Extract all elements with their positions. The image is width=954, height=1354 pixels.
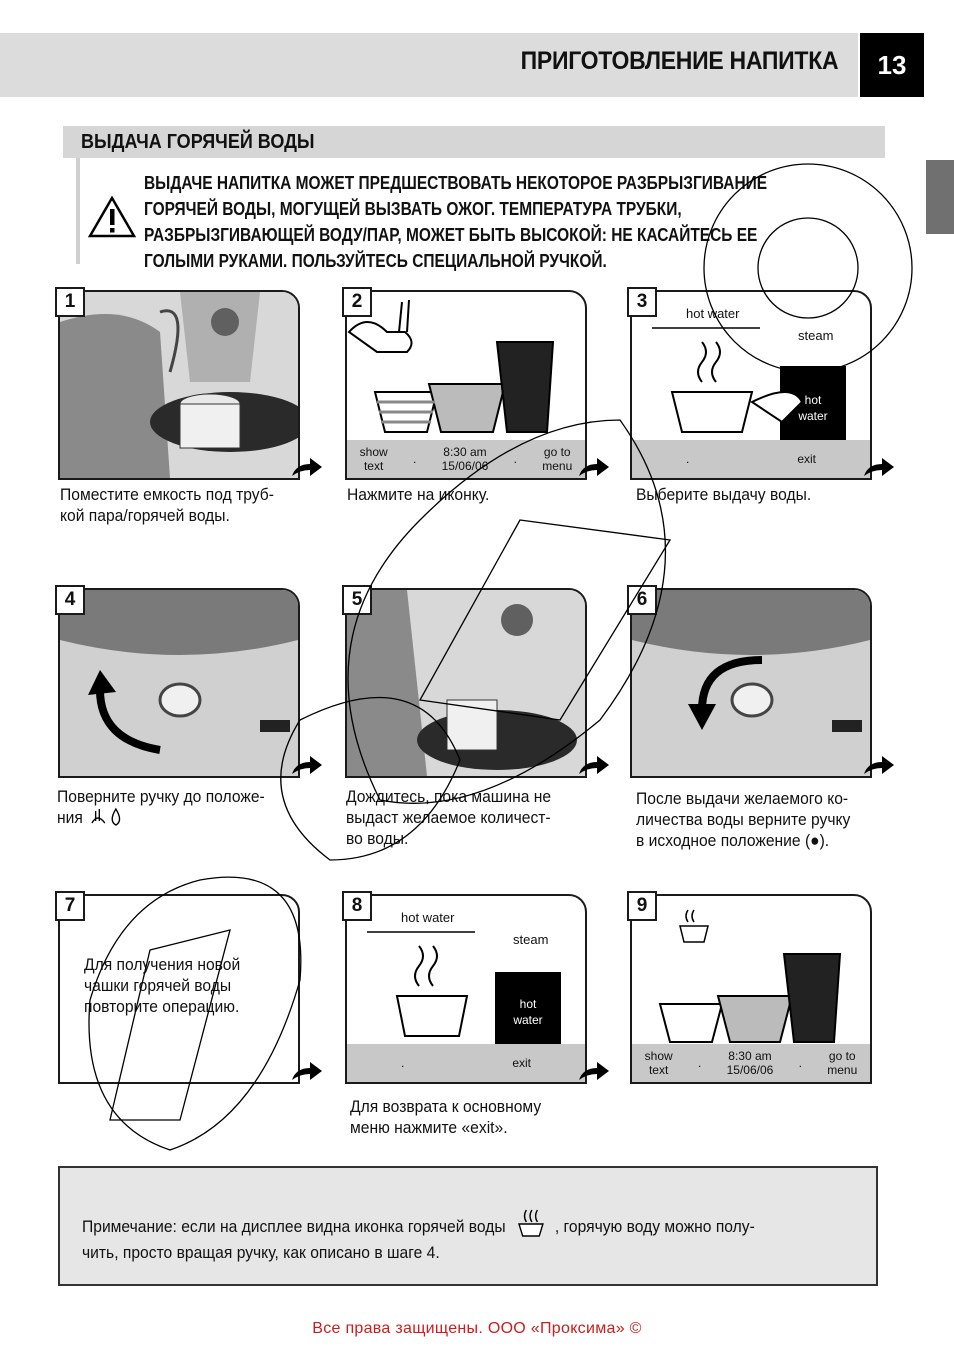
- step-5-caption: Дождитесь, пока машина не выдаст желаемо…: [346, 787, 552, 848]
- section-title: ВЫДАЧА ГОРЯЧЕЙ ВОДЫ: [81, 131, 315, 153]
- step-number: 3: [627, 287, 657, 317]
- note-text: Примечание: если на дисплее видна иконка…: [82, 1208, 809, 1266]
- hot-water-label: hot water: [401, 910, 455, 925]
- step-number: 4: [55, 585, 85, 615]
- next-arrow-icon: [864, 756, 894, 774]
- next-arrow-icon: [292, 458, 322, 476]
- step-8: hot water steam hot water . exit 8: [342, 891, 609, 1084]
- section-divider: [76, 158, 80, 264]
- next-arrow-icon: [579, 458, 609, 476]
- go-to-menu-label: go to menu: [542, 445, 573, 473]
- machine-knob-turn-back: [632, 590, 870, 776]
- next-arrow-icon: [579, 1062, 609, 1080]
- section-bar: ВЫДАЧА ГОРЯЧЕЙ ВОДЫ: [63, 126, 885, 158]
- step-number: 9: [627, 891, 657, 921]
- step-number: 6: [627, 585, 657, 615]
- lcd-dot: .: [400, 1056, 405, 1070]
- next-arrow-icon: [292, 756, 322, 774]
- next-arrow-icon: [864, 458, 894, 476]
- machine-knob-turn-left: [60, 590, 298, 776]
- machine-dispensing-photo: [347, 590, 585, 776]
- lcd-dot: .: [513, 452, 517, 466]
- step-4-caption-text: Поверните ручку до положе- ния: [57, 787, 265, 827]
- side-tab: [926, 160, 954, 234]
- step-number: 7: [55, 891, 85, 921]
- go-to-menu-label: go to menu: [827, 1049, 858, 1077]
- lcd-dot: .: [798, 1056, 802, 1070]
- step-7-panel: Для получения новой чашки горячей воды п…: [58, 894, 300, 1084]
- lcd-status-bar: show text . 8:30 am 15/06/06 . go to men…: [347, 440, 585, 478]
- step-9: show text . 8:30 am 15/06/06 . go to men…: [627, 891, 872, 1084]
- step-3-display: hot water steam hot water . exit: [630, 290, 872, 480]
- step-8-display: hot water steam hot water . exit: [345, 894, 587, 1084]
- lcd-status-bar: . exit: [632, 440, 870, 478]
- step-number: 8: [342, 891, 372, 921]
- show-text-label: show text: [359, 445, 388, 473]
- step-6: 6: [627, 585, 894, 778]
- step-8-caption: Для возврата к основному меню нажмите «e…: [350, 1097, 542, 1137]
- step-number: 2: [342, 287, 372, 317]
- lcd-dot: .: [685, 452, 690, 466]
- step-3: hot water steam hot water . exit 3: [627, 287, 894, 480]
- lcd-dot: .: [697, 1056, 702, 1070]
- note-text-after: , горячую воду можно полу- чить, просто …: [82, 1217, 755, 1262]
- step-4-caption: Поверните ручку до положе- ния: [57, 786, 265, 828]
- step-1-caption: Поместите емкость под труб- кой пара/гор…: [60, 485, 274, 525]
- exit-label: exit: [797, 452, 816, 466]
- warning-text: ВЫДАЧЕ НАПИТКА МОЖЕТ ПРЕДШЕСТВОВАТЬ НЕКО…: [144, 173, 768, 271]
- next-arrow-icon: [579, 756, 609, 774]
- warning-triangle-icon: [88, 196, 136, 238]
- next-arrow-icon: [292, 1062, 322, 1080]
- hand-pointer-icon: [347, 321, 413, 353]
- step-1: 1: [55, 287, 322, 480]
- step-6-caption: После выдачи желаемого ко- личества воды…: [636, 789, 851, 850]
- lcd-status-bar: show text . 8:30 am 15/06/06 . go to men…: [632, 1044, 870, 1082]
- step-3-caption: Выберите выдачу воды.: [636, 485, 812, 504]
- display-cups-graphic: [658, 909, 842, 1043]
- step-number: 5: [342, 585, 372, 615]
- step-number: 1: [55, 287, 85, 317]
- page-header: ПРИГОТОВЛЕНИЕ НАПИТКА: [0, 33, 858, 97]
- note-box: Примечание: если на дисплее видна иконка…: [58, 1166, 878, 1286]
- page-number: 13: [860, 33, 924, 97]
- step-4-photo: [58, 588, 300, 778]
- step-9-display: show text . 8:30 am 15/06/06 . go to men…: [630, 894, 872, 1084]
- exit-label: exit: [512, 1056, 531, 1070]
- hot-water-cup-icon: [518, 1209, 545, 1237]
- copyright-footer: Все права защищены. ООО «Проксима» ©: [312, 1320, 642, 1337]
- lcd-time: 8:30 am 15/06/06: [726, 1049, 774, 1077]
- step-7-caption: Для получения новой чашки горячей воды п…: [84, 955, 241, 1016]
- step-5-photo: [345, 588, 587, 778]
- step-2-caption: Нажмите на иконку.: [347, 485, 490, 504]
- show-text-label: show text: [644, 1049, 673, 1077]
- note-text-before: Примечание: если на дисплее видна иконка…: [82, 1217, 506, 1236]
- steam-label: steam: [513, 932, 549, 947]
- lcd-dot: .: [412, 452, 417, 466]
- page-title: ПРИГОТОВЛЕНИЕ НАПИТКА: [520, 47, 838, 75]
- step-2-display: show text . 8:30 am 15/06/06 . go to men…: [345, 290, 587, 480]
- hot-water-position-icon: [91, 807, 121, 826]
- step-6-photo: [630, 588, 872, 778]
- step-7: Для получения новой чашки горячей воды п…: [55, 891, 322, 1084]
- machine-photo-cup-under-wand: [60, 292, 298, 478]
- step-4: 4: [55, 585, 322, 778]
- lcd-time: 8:30 am 15/06/06: [441, 445, 489, 473]
- lcd-status-bar: . exit: [347, 1044, 585, 1082]
- hot-water-button: hot water: [495, 972, 561, 1046]
- step-1-photo: [58, 290, 300, 480]
- step-5: 5: [342, 585, 609, 778]
- step-2: show text . 8:30 am 15/06/06 . go to men…: [342, 287, 609, 480]
- hot-water-cup-icon: [679, 925, 709, 943]
